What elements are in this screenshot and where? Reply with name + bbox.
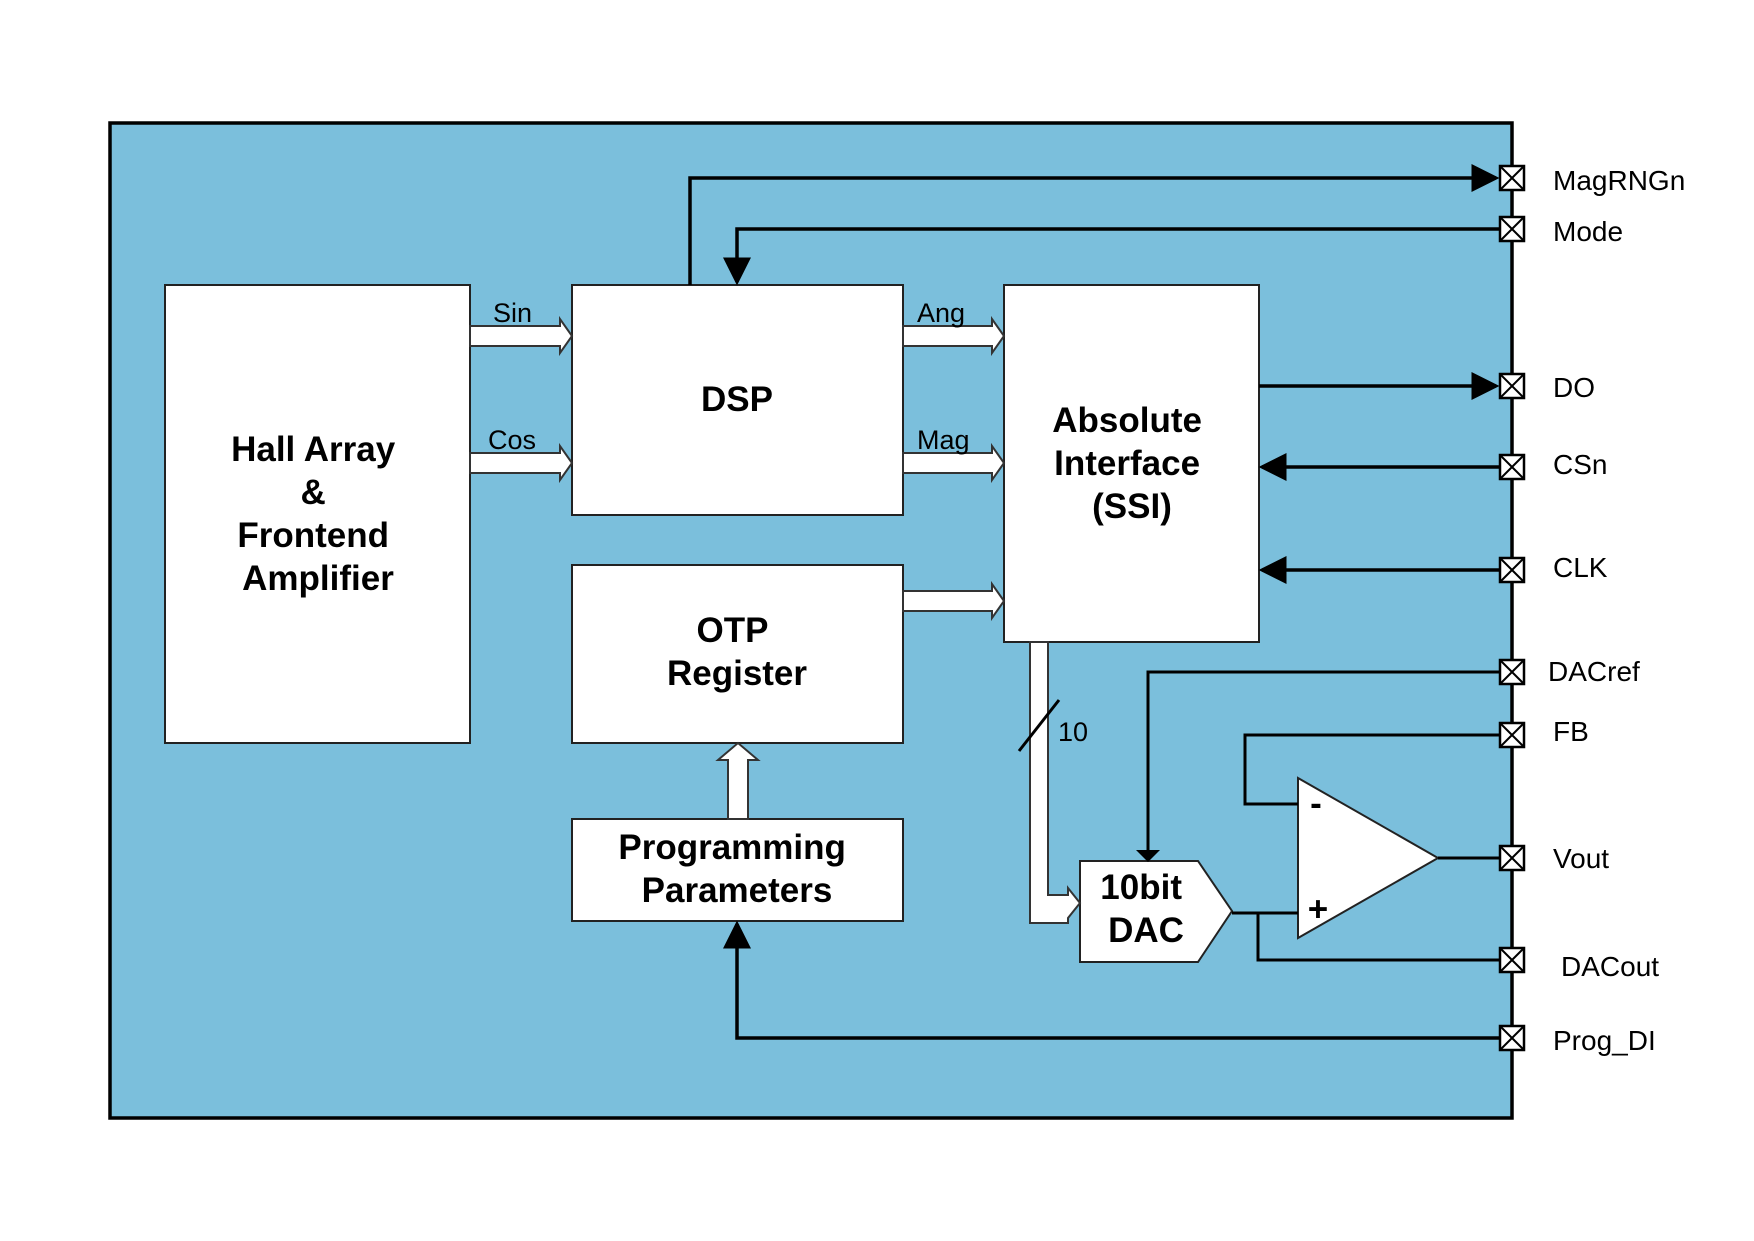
absolute-interface-block [1003,284,1260,643]
bus-width-label: 10 [1058,717,1088,747]
pin-label-do: DO [1553,372,1595,403]
cos-label: Cos [488,425,536,455]
dacref-arrowhead [1136,850,1160,862]
pin-dacout [1498,946,1526,974]
pin-label-prog-di: Prog_DI [1553,1025,1656,1056]
otp-register-block [571,564,904,744]
dac-block [1079,860,1234,963]
mag-bus-arrow [902,442,1006,484]
magrngn-wire [688,164,1500,285]
dac-data-bus [1029,641,1082,924]
pin-mode [1498,215,1526,243]
prog-to-otp-bus-arrow [715,741,761,820]
ang-bus-arrow [902,315,1006,357]
dsp-block-label: DSP [701,380,773,419]
pin-label-fb: FB [1553,716,1589,747]
pin-label-mode: Mode [1553,216,1623,247]
programming-parameters-block [571,818,904,922]
otp-bus-arrow [902,580,1006,622]
dacref-wire [1146,670,1512,850]
pin-label-vout: Vout [1553,843,1609,874]
pin-dacref [1498,658,1526,686]
hall-block-label: Hall Array & Frontend Amplifier [231,430,405,598]
prog-block-label: Programming Parameters [618,828,855,910]
hall-array-block [164,284,471,744]
sin-bus-arrow [469,315,574,357]
dsp-block [571,284,904,516]
otp-block-label: OTP Register [667,611,807,693]
pin-fb [1498,721,1526,749]
pin-do [1498,372,1526,400]
cos-bus-arrow [469,442,574,484]
dac-block-label: 10bit DAC [1100,868,1191,950]
opamp-minus-label: - [1310,784,1322,823]
ang-label: Ang [917,298,965,328]
mode-wire [723,227,1512,286]
pin-label-csn: CSn [1553,449,1607,480]
sin-label: Sin [493,298,532,328]
pin-label-dacref: DACref [1548,656,1640,687]
pin-label-magrngn: MagRNGn [1553,165,1685,196]
prog-di-wire [723,920,1512,1040]
opamp-plus-label: + [1308,890,1328,929]
pin-label-clk: CLK [1553,552,1608,583]
pin-magrngn [1498,164,1526,192]
abs-block-label: Absolute Interface (SSI) [1052,401,1211,526]
pin-label-dacout: DACout [1561,951,1659,982]
pin-prog-di [1498,1024,1526,1052]
opamp-symbol [1297,776,1441,940]
pin-clk [1498,556,1526,584]
fb-wire [1243,733,1512,806]
dacout-wire [1256,913,1512,962]
pin-csn [1498,453,1526,481]
pin-vout [1498,844,1526,872]
mag-label: Mag [917,425,970,455]
bus-width-slash [1017,699,1061,752]
